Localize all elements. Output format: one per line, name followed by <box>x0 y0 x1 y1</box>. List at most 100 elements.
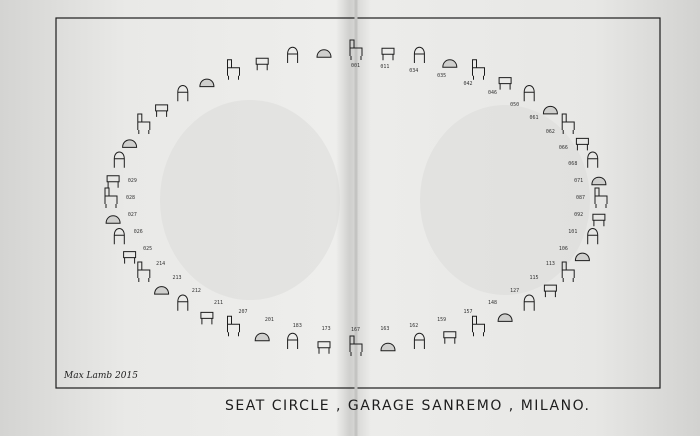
seat-sketch <box>472 59 485 80</box>
frame-border <box>55 17 661 389</box>
seat-number: 212 <box>191 288 201 295</box>
seat-outline <box>287 332 299 349</box>
seat-outline <box>106 175 120 188</box>
seat-number: 127 <box>510 288 520 295</box>
seat-number: 207 <box>238 309 248 316</box>
seat-outline <box>227 315 240 337</box>
seat-sketch <box>287 332 299 349</box>
seat-number: 034 <box>409 67 419 74</box>
seat-outline <box>177 294 189 311</box>
seat-outline <box>497 313 513 322</box>
seat-sketch <box>113 228 125 245</box>
seat-number: 068 <box>568 160 578 167</box>
seat-outline <box>575 137 589 151</box>
seat-outline <box>413 46 425 63</box>
seat-outline <box>523 294 535 311</box>
seat-sketch <box>154 286 170 295</box>
seat-outline <box>349 39 363 60</box>
seat-sketch <box>104 187 118 208</box>
seat-sketch <box>561 261 575 282</box>
seat-number: 183 <box>292 322 302 329</box>
seat-sketch <box>591 176 607 186</box>
seat-number: 167 <box>351 327 361 333</box>
seat-number: 025 <box>143 245 153 252</box>
seat-number: 046 <box>488 90 498 97</box>
seat-outline <box>472 315 485 337</box>
seat-outline <box>137 113 151 134</box>
seat-number: 092 <box>574 212 584 219</box>
shadow-left <box>160 100 340 300</box>
seat-sketch <box>122 139 138 148</box>
seat-outline <box>381 47 395 61</box>
seat-sketch <box>443 331 457 344</box>
seat-outline <box>442 59 458 68</box>
seat-sketch <box>155 104 169 117</box>
seat-outline <box>591 176 607 186</box>
seat-outline <box>587 228 599 245</box>
seat-sketch <box>413 332 425 349</box>
seat-number: 001 <box>351 63 361 69</box>
seat-number: 173 <box>321 325 331 332</box>
seat-number: 214 <box>156 261 166 267</box>
seat-sketch <box>523 85 535 102</box>
seat-outline <box>104 187 118 208</box>
seat-sketch <box>349 335 363 356</box>
seat-number: 213 <box>172 275 182 282</box>
seat-sketch <box>199 78 215 88</box>
seat-outline <box>317 341 331 354</box>
seat-sketch <box>113 151 125 168</box>
seat-outline <box>199 78 215 88</box>
seat-outline <box>177 85 189 102</box>
seat-number: 113 <box>545 261 555 267</box>
seat-sketch <box>587 151 599 168</box>
seat-sketch <box>106 175 120 188</box>
seat-outline <box>413 332 425 349</box>
seat-outline <box>543 284 557 298</box>
seat-sketch <box>542 105 558 115</box>
seat-sketch <box>523 294 535 311</box>
seat-number: 066 <box>558 144 568 151</box>
seat-sketch <box>137 113 151 134</box>
seat-number: 071 <box>574 177 584 184</box>
seat-outline <box>113 228 125 245</box>
seat-sketch <box>472 315 485 337</box>
seat-sketch <box>381 47 395 61</box>
seat-outline <box>287 46 299 63</box>
seat-outline <box>561 113 575 134</box>
seat-outline <box>592 213 606 227</box>
seat-sketch <box>137 261 151 282</box>
seat-outline <box>542 105 558 115</box>
seat-number: 062 <box>545 129 555 135</box>
seat-number: 211 <box>214 299 224 306</box>
seat-sketch <box>316 49 332 58</box>
seat-number: 035 <box>437 73 447 79</box>
seat-number: 050 <box>510 101 520 108</box>
seat-sketch <box>498 77 512 90</box>
seat-sketch <box>123 251 137 264</box>
seat-outline <box>472 59 485 80</box>
seat-sketch <box>255 57 269 71</box>
seat-sketch <box>380 342 396 352</box>
seat-sketch <box>200 311 214 325</box>
seat-outline <box>380 342 396 352</box>
seat-outline <box>561 261 575 282</box>
seat-number: 157 <box>463 309 473 316</box>
seat-number: 061 <box>529 114 539 121</box>
seat-outline <box>587 151 599 168</box>
seat-number: 026 <box>133 229 143 236</box>
caption-text: SEAT CIRCLE , GARAGE SANREMO , MILANO. <box>225 398 591 414</box>
seat-sketch <box>177 85 189 102</box>
seat-sketch <box>575 137 589 151</box>
seat-sketch <box>177 294 189 311</box>
seat-number: 106 <box>558 245 568 252</box>
seat-outline <box>137 261 151 282</box>
seat-sketch <box>287 46 299 63</box>
seat-outline <box>574 252 590 262</box>
seat-sketch <box>574 252 590 262</box>
seat-sketch <box>594 187 608 208</box>
seat-number: 159 <box>437 317 447 323</box>
seat-outline <box>154 286 170 295</box>
seat-number: 027 <box>127 212 137 219</box>
